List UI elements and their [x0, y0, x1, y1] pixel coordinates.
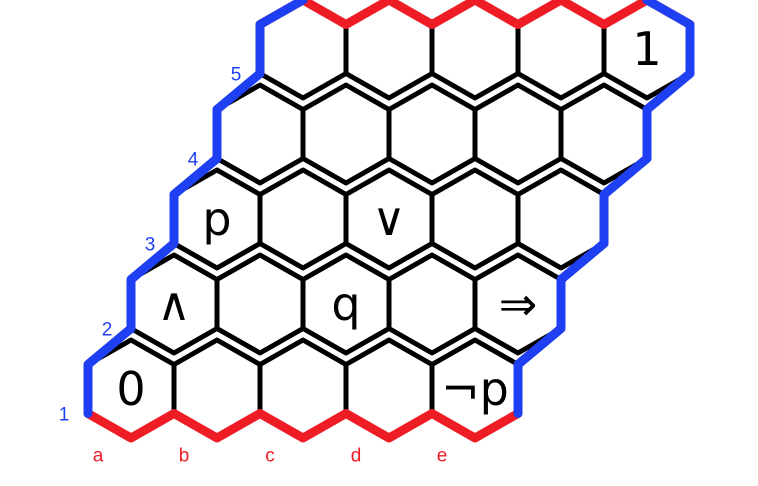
column-label-b: b: [179, 446, 190, 467]
left-blue-edge: [83, 0, 308, 418]
hex-cell-b3: [257, 167, 349, 271]
hex-cell-b4: [300, 82, 392, 186]
board-edges: [83, 0, 695, 443]
cell-symbol: p: [202, 192, 231, 246]
hex-cell-b2: [214, 252, 306, 356]
cell-symbol: ⇒: [499, 277, 538, 331]
hex-cell-d4: [472, 82, 564, 186]
column-label-d: d: [351, 446, 362, 467]
hex-cell-c4: [386, 82, 478, 186]
column-label-e: e: [437, 446, 448, 467]
row-label-3: 3: [145, 235, 156, 256]
cell-symbol: 0: [116, 362, 145, 416]
cell-symbol: ∧: [157, 277, 191, 331]
row-label-1: 1: [59, 405, 70, 426]
cell-symbol: q: [331, 277, 360, 331]
hex-cell-d3: [429, 167, 521, 271]
column-label-a: a: [93, 446, 104, 467]
row-label-2: 2: [102, 320, 113, 341]
cell-symbols: 0∧p q∨ ¬p ⇒ 1: [116, 22, 661, 416]
cell-symbol: ∨: [372, 192, 406, 246]
hex-cell-d2: [386, 252, 478, 356]
axis-labels: a b c d e 1 2 3 4 5: [59, 65, 448, 467]
column-label-c: c: [265, 446, 275, 467]
bottom-red-edge: [83, 409, 523, 443]
row-label-4: 4: [188, 150, 199, 171]
cell-symbol: ¬p: [441, 362, 509, 416]
row-label-5: 5: [231, 65, 242, 86]
right-blue-edge: [513, 0, 695, 418]
top-red-edge: [255, 0, 695, 29]
cell-symbol: 1: [632, 22, 661, 76]
